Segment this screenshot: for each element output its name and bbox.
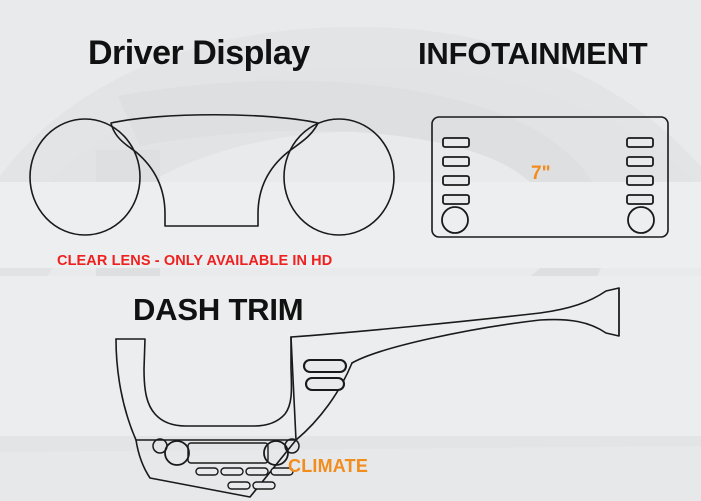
clear-lens-note: CLEAR LENS - ONLY AVAILABLE IN HD <box>57 253 333 269</box>
screen-size-label: 7" <box>531 163 551 184</box>
climate-label: CLIMATE <box>288 456 369 476</box>
dash-trim-title: DASH TRIM <box>133 292 304 327</box>
driver-display-title: Driver Display <box>88 34 310 72</box>
infotainment-title: INFOTAINMENT <box>418 36 648 71</box>
watermark-swoosh-top <box>0 27 701 260</box>
watermark-band-lower <box>0 276 701 436</box>
